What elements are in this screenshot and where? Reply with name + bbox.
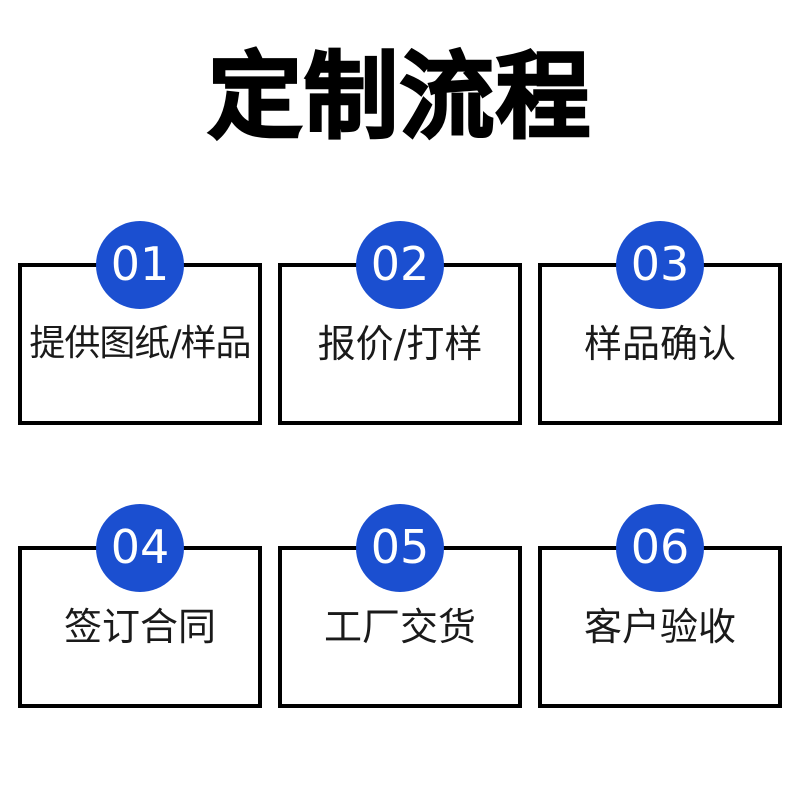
step-label: 报价/打样 xyxy=(317,322,483,366)
step-label: 签订合同 xyxy=(63,605,216,649)
step-number-badge: 04 xyxy=(96,504,184,592)
step-number-text: 04 xyxy=(110,520,170,574)
step-number-text: 06 xyxy=(630,520,690,574)
step-number-badge: 02 xyxy=(356,221,444,309)
process-step-01[interactable]: 提供图纸/样品 01 xyxy=(18,221,262,425)
process-step-04[interactable]: 签订合同 04 xyxy=(18,504,262,708)
step-number-text: 01 xyxy=(110,237,170,291)
process-step-05[interactable]: 工厂交货 05 xyxy=(278,504,522,708)
process-step-06[interactable]: 客户验收 06 xyxy=(538,504,782,708)
step-label: 提供图纸/样品 xyxy=(29,323,251,364)
step-box xyxy=(538,546,782,708)
step-number-badge: 06 xyxy=(616,504,704,592)
step-label: 客户验收 xyxy=(583,605,736,649)
step-number-badge: 01 xyxy=(96,221,184,309)
step-label: 工厂交货 xyxy=(323,605,476,649)
step-box xyxy=(18,546,262,708)
step-number-badge: 05 xyxy=(356,504,444,592)
step-label: 样品确认 xyxy=(583,322,736,366)
step-number-text: 03 xyxy=(630,237,690,291)
process-step-03[interactable]: 样品确认 03 xyxy=(538,221,782,425)
process-step-02[interactable]: 报价/打样 02 xyxy=(278,221,522,425)
step-number-badge: 03 xyxy=(616,221,704,309)
page-title: 定制流程 xyxy=(207,42,592,153)
step-number-text: 02 xyxy=(370,237,430,291)
step-number-text: 05 xyxy=(370,520,430,574)
